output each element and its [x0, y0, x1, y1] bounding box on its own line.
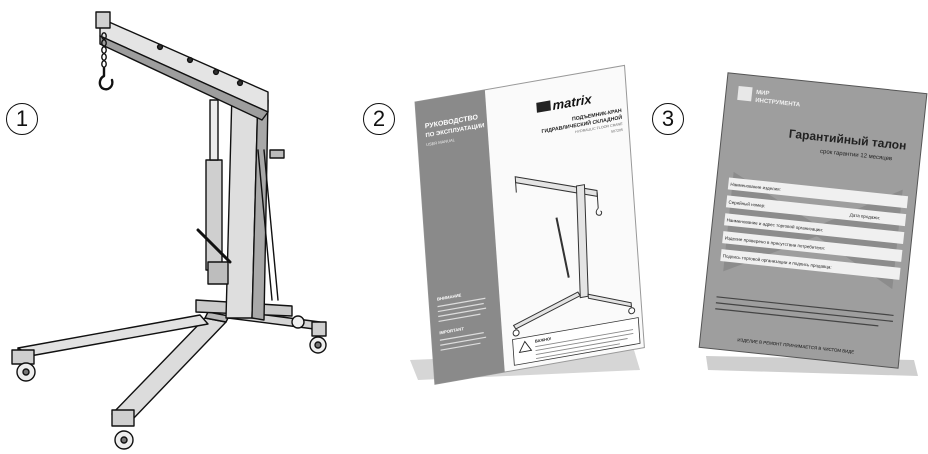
warranty-card-icon: МИР ИНСТРУМЕНТА Гарантийный талон срок г… — [698, 72, 928, 376]
instruction-manual-icon: РУКОВОДСТВО ПО ЭКСПЛУАТАЦИИ USER MANUAL … — [410, 64, 645, 385]
matrix-logo: matrix — [536, 91, 593, 113]
item-marker-2: 2 — [363, 103, 395, 135]
mir-instrumenta-logo: МИР ИНСТРУМЕНТА — [737, 85, 801, 109]
warranty-field-date: Дата продажи: — [850, 212, 881, 220]
svg-text:МИР: МИР — [756, 90, 770, 97]
svg-text:matrix: matrix — [552, 91, 593, 113]
item-marker-1: 1 — [6, 103, 38, 135]
warranty-field-product: Наименование изделия: — [730, 182, 781, 192]
manual-cover-subtitle: USER MANUAL — [426, 137, 456, 147]
item-marker-3: 3 — [652, 103, 684, 135]
manual-warning-title: ВАЖНО! — [535, 336, 552, 344]
warranty-field-serial: Серийный номер: — [728, 199, 766, 209]
floor-crane-icon — [11, 11, 327, 450]
manual-article: 507205 — [611, 128, 623, 134]
svg-text:ИНСТРУМЕНТА: ИНСТРУМЕНТА — [755, 98, 801, 109]
manual-side-important: IMPORTANT — [439, 326, 464, 335]
manual-side-warning: ВНИМАНИЕ — [437, 292, 462, 301]
manual-crane-icon — [512, 176, 636, 337]
